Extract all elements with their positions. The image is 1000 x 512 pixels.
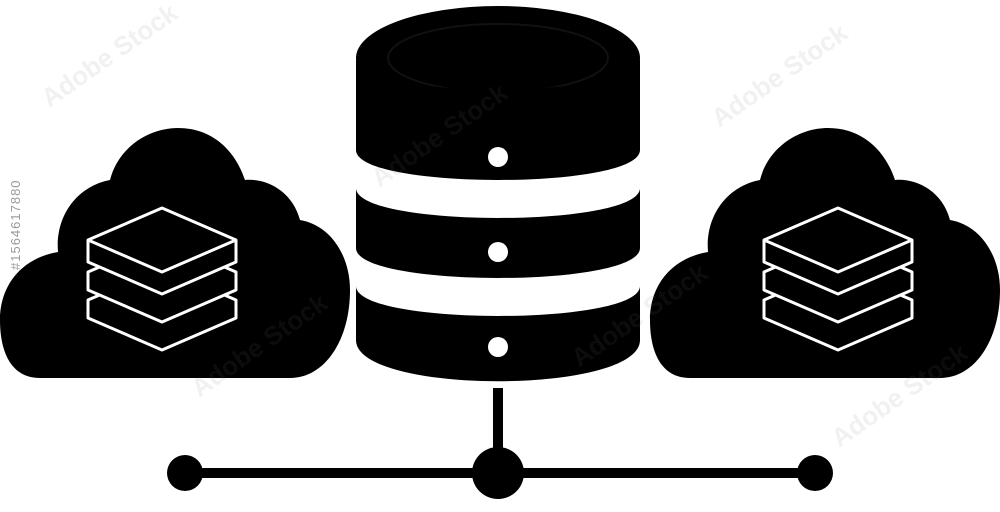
network-connection-icon xyxy=(167,388,833,499)
database-icon xyxy=(356,6,640,382)
stack-layers-icon xyxy=(762,206,914,352)
stack-layers-icon xyxy=(86,206,238,352)
indicator-dot xyxy=(488,147,508,167)
stock-file-id: #1564617880 xyxy=(8,179,23,270)
indicator-dot xyxy=(488,242,508,262)
indicator-dot xyxy=(488,337,508,357)
